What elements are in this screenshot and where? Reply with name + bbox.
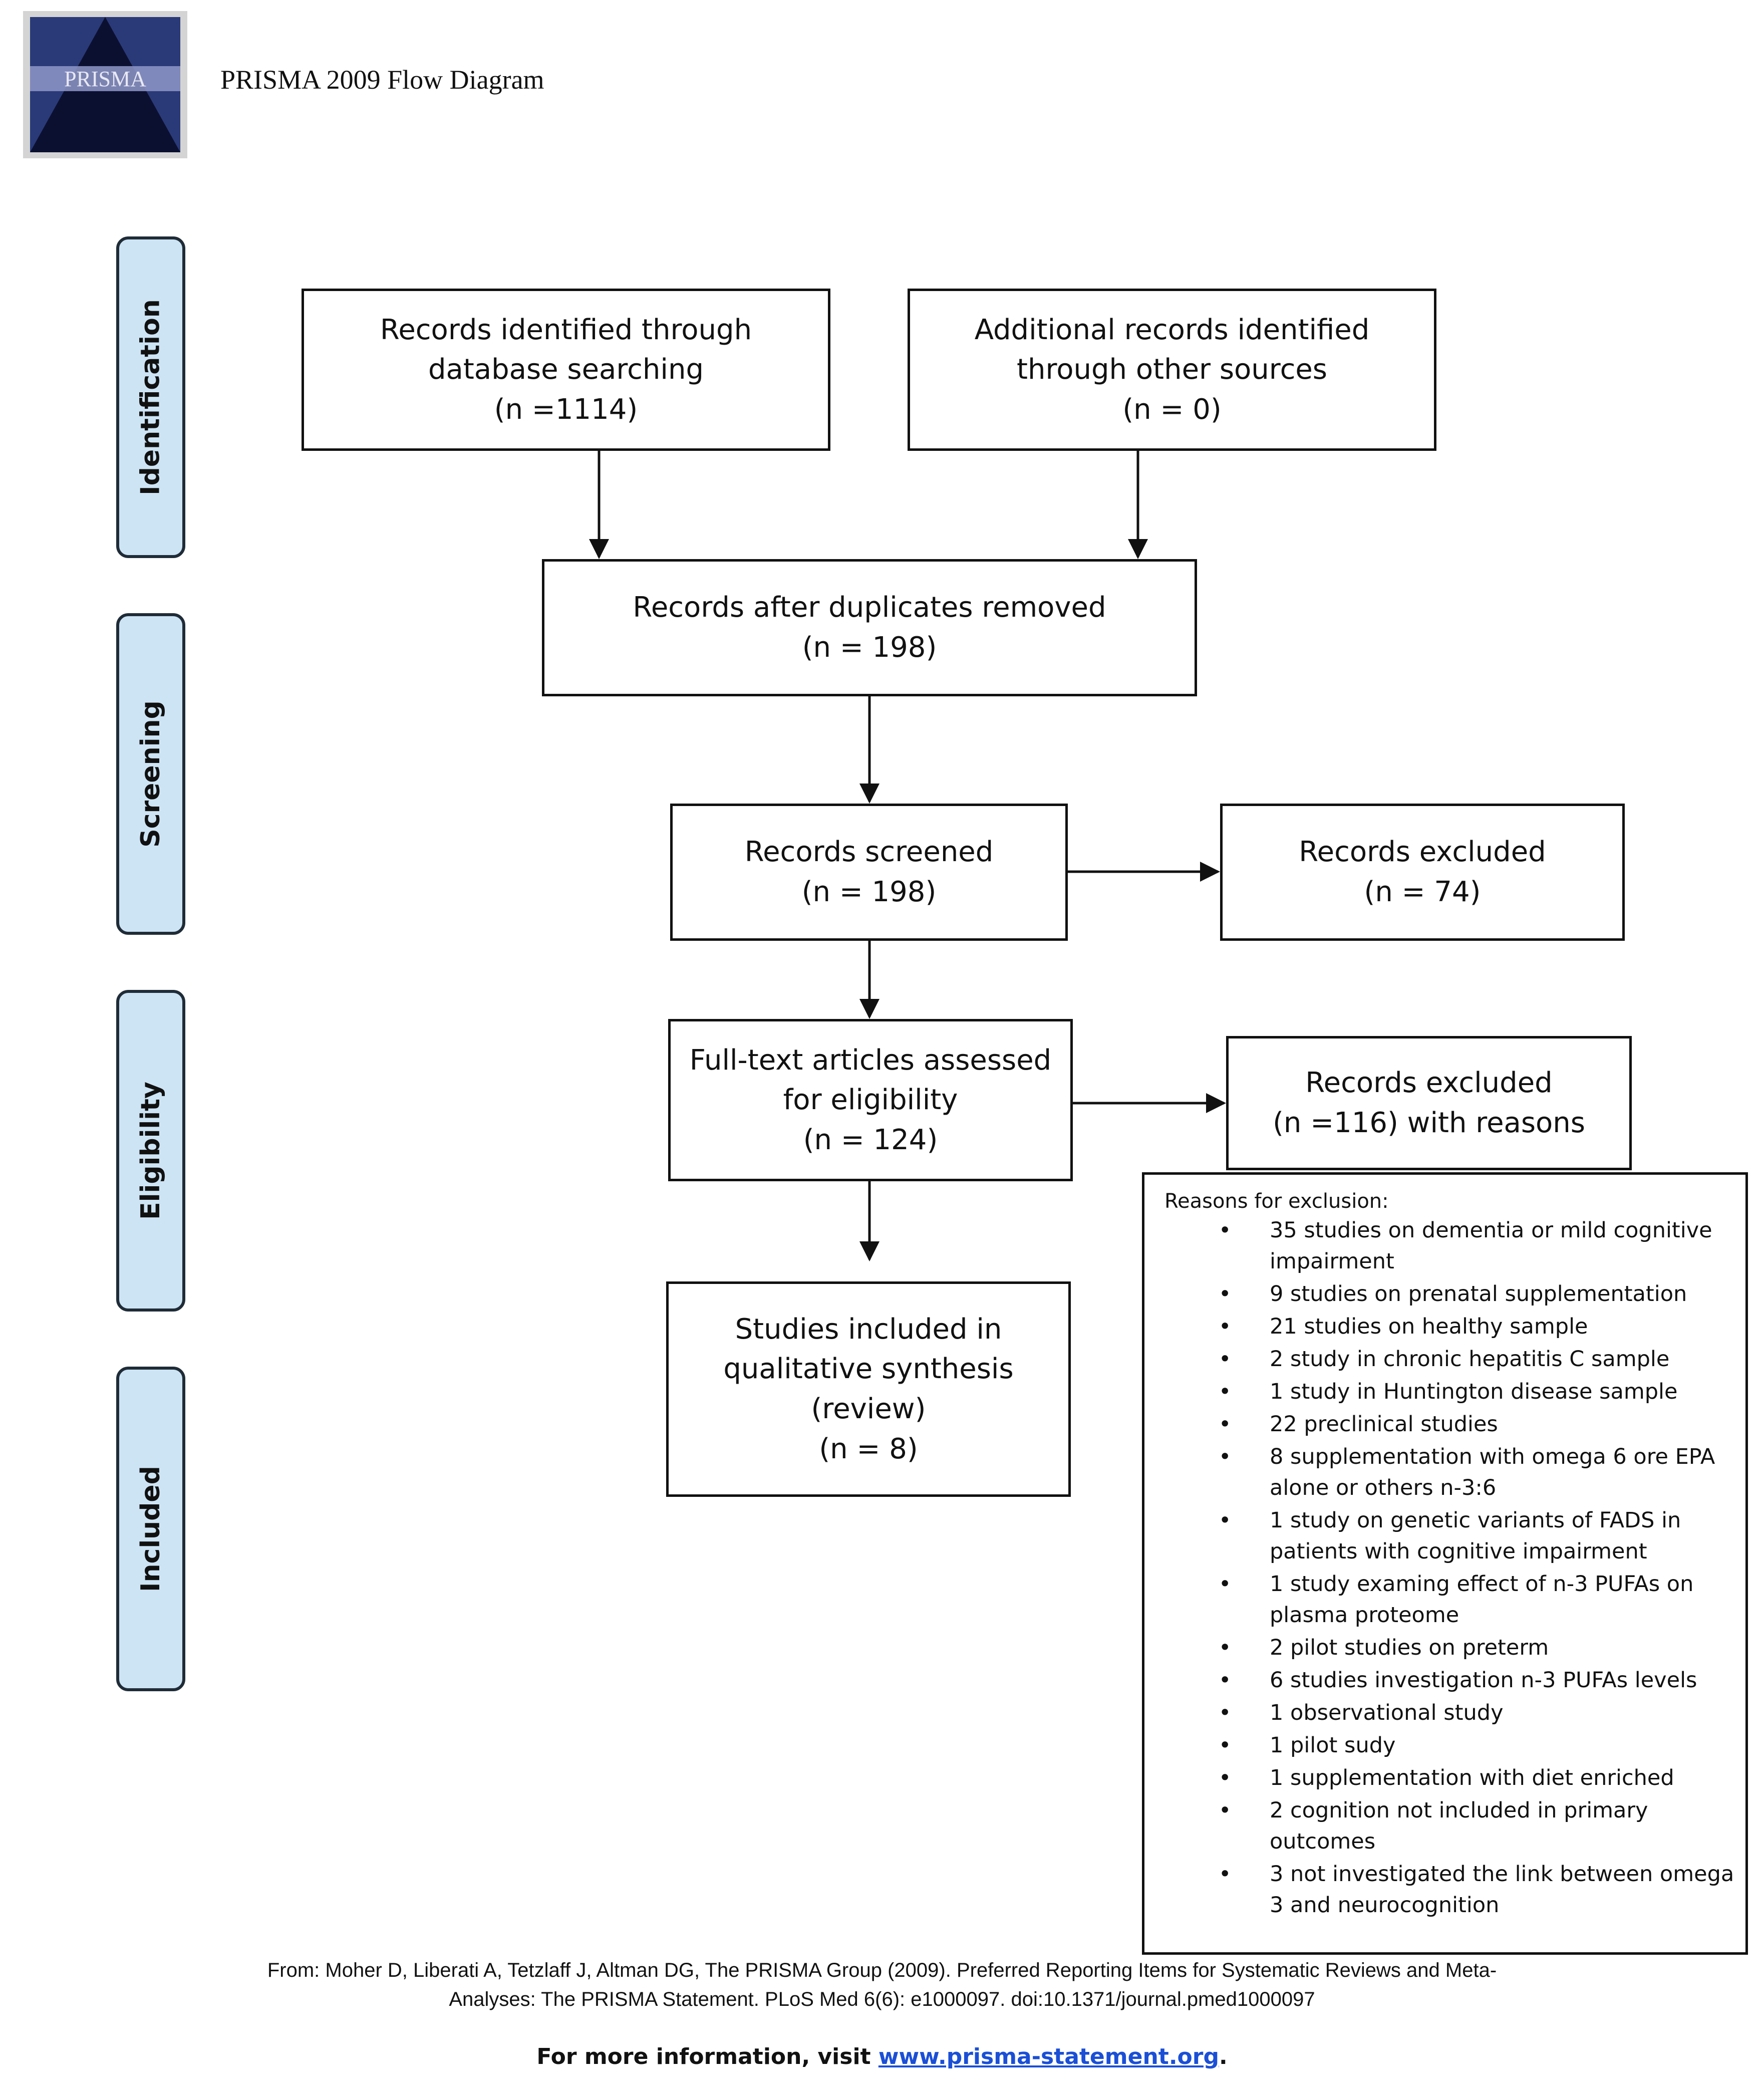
box-full-text-line1: Full-text articles assessed bbox=[689, 1043, 1052, 1077]
stage-eligibility: Eligibility bbox=[116, 990, 185, 1312]
box-excluded-screening-line1: Records excluded bbox=[1299, 836, 1546, 869]
stage-eligibility-label: Eligibility bbox=[136, 1082, 166, 1220]
box-other-count: (n = 0) bbox=[1122, 393, 1222, 426]
box-database-line2: database searching bbox=[428, 353, 704, 386]
box-records-screened: Records screened (n = 198) bbox=[670, 804, 1068, 941]
reason-item: 1 observational study bbox=[1164, 1697, 1735, 1728]
reasons-title: Reasons for exclusion: bbox=[1164, 1190, 1389, 1213]
stage-identification-label: Identification bbox=[136, 299, 166, 495]
citation-line1: From: Moher D, Liberati A, Tetzlaff J, A… bbox=[267, 1959, 1497, 1981]
reason-item: 2 cognition not included in primary outc… bbox=[1164, 1795, 1735, 1857]
more-info-prefix: For more information, visit bbox=[536, 2044, 878, 2069]
reason-item: 21 studies on healthy sample bbox=[1164, 1311, 1735, 1342]
box-duplicates-removed: Records after duplicates removed (n = 19… bbox=[542, 559, 1197, 696]
box-excluded-eligibility-count: (n =116) with reasons bbox=[1273, 1107, 1585, 1139]
box-studies-included: Studies included in qualitative synthesi… bbox=[666, 1281, 1071, 1497]
reason-item: 35 studies on dementia or mild cognitive… bbox=[1164, 1215, 1735, 1277]
stage-included-label: Included bbox=[136, 1466, 166, 1592]
box-excluded-eligibility-line1: Records excluded bbox=[1305, 1067, 1553, 1100]
citation-line2: Analyses: The PRISMA Statement. PLoS Med… bbox=[449, 1988, 1315, 2010]
stage-included: Included bbox=[116, 1367, 185, 1691]
prisma-statement-link[interactable]: www.prisma-statement.org bbox=[878, 2044, 1219, 2069]
reason-item: 1 study examing effect of n-3 PUFAs on p… bbox=[1164, 1569, 1735, 1631]
box-included-line2: qualitative synthesis bbox=[723, 1353, 1014, 1386]
box-screened-line1: Records screened bbox=[744, 836, 994, 869]
box-screened-count: (n = 198) bbox=[801, 876, 937, 908]
more-info-suffix: . bbox=[1219, 2044, 1228, 2069]
box-other-sources: Additional records identified through ot… bbox=[908, 289, 1436, 451]
logo-text: PRISMA bbox=[64, 67, 146, 91]
reason-item: 2 study in chronic hepatitis C sample bbox=[1164, 1344, 1735, 1375]
box-excluded-eligibility: Records excluded (n =116) with reasons bbox=[1226, 1036, 1632, 1170]
stage-screening-label: Screening bbox=[136, 700, 166, 848]
box-full-text-assessed: Full-text articles assessed for eligibil… bbox=[668, 1019, 1073, 1181]
reasons-for-exclusion-box: Reasons for exclusion: 35 studies on dem… bbox=[1142, 1172, 1748, 1955]
reason-item: 1 pilot sudy bbox=[1164, 1730, 1735, 1761]
reason-item: 3 not investigated the link between omeg… bbox=[1164, 1859, 1735, 1921]
prisma-logo: PRISMA bbox=[23, 11, 187, 158]
box-excluded-screening: Records excluded (n = 74) bbox=[1220, 804, 1625, 941]
more-info: For more information, visit www.prisma-s… bbox=[0, 2044, 1764, 2069]
box-other-line2: through other sources bbox=[1017, 353, 1327, 386]
prisma-logo-graphic: PRISMA bbox=[23, 11, 187, 158]
stage-screening: Screening bbox=[116, 613, 185, 935]
box-excluded-screening-count: (n = 74) bbox=[1364, 876, 1481, 908]
box-database-count: (n =1114) bbox=[494, 393, 638, 426]
box-full-text-line2: for eligibility bbox=[783, 1084, 958, 1117]
reason-item: 8 supplementation with omega 6 ore EPA a… bbox=[1164, 1441, 1735, 1503]
reason-item: 22 preclinical studies bbox=[1164, 1409, 1735, 1440]
box-database-line1: Records identified through bbox=[380, 313, 752, 346]
diagram-title: PRISMA 2009 Flow Diagram bbox=[220, 65, 544, 95]
box-included-line3: (review) bbox=[811, 1393, 926, 1425]
box-full-text-count: (n = 124) bbox=[803, 1123, 938, 1156]
stage-identification: Identification bbox=[116, 236, 185, 558]
box-other-line1: Additional records identified bbox=[974, 313, 1370, 346]
box-duplicates-count: (n = 198) bbox=[802, 631, 937, 664]
box-database-search: Records identified through database sear… bbox=[302, 289, 830, 451]
box-included-count: (n = 8) bbox=[819, 1432, 918, 1465]
citation: From: Moher D, Liberati A, Tetzlaff J, A… bbox=[0, 1956, 1764, 2014]
reason-item: 1 study on genetic variants of FADS in p… bbox=[1164, 1505, 1735, 1567]
reasons-list: 35 studies on dementia or mild cognitive… bbox=[1164, 1215, 1735, 1921]
reason-item: 2 pilot studies on preterm bbox=[1164, 1632, 1735, 1663]
box-included-line1: Studies included in bbox=[735, 1313, 1002, 1346]
reason-item: 1 study in Huntington disease sample bbox=[1164, 1376, 1735, 1407]
reason-item: 9 studies on prenatal supplementation bbox=[1164, 1278, 1735, 1310]
box-duplicates-line1: Records after duplicates removed bbox=[633, 591, 1106, 624]
reason-item: 1 supplementation with diet enriched bbox=[1164, 1762, 1735, 1793]
reason-item: 6 studies investigation n-3 PUFAs levels bbox=[1164, 1665, 1735, 1696]
